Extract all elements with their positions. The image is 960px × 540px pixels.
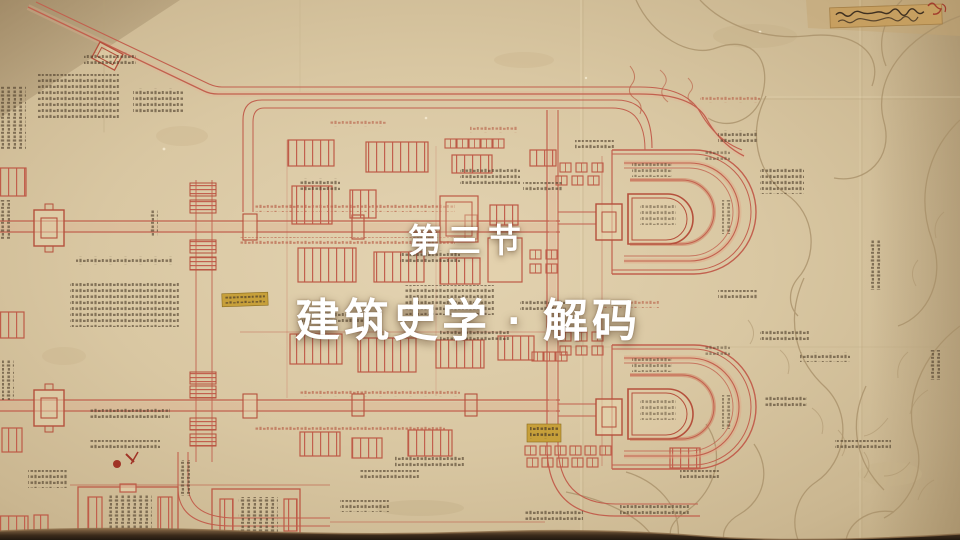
archive-label (829, 2, 947, 29)
ink-annotations (0, 52, 940, 535)
axis-south (0, 383, 560, 433)
building-clusters (0, 138, 701, 540)
seal-dot (113, 451, 139, 468)
canal-west (189, 180, 217, 462)
photo-edge (0, 527, 960, 540)
red-annotations (330, 95, 760, 308)
yellow-labels (221, 291, 562, 443)
